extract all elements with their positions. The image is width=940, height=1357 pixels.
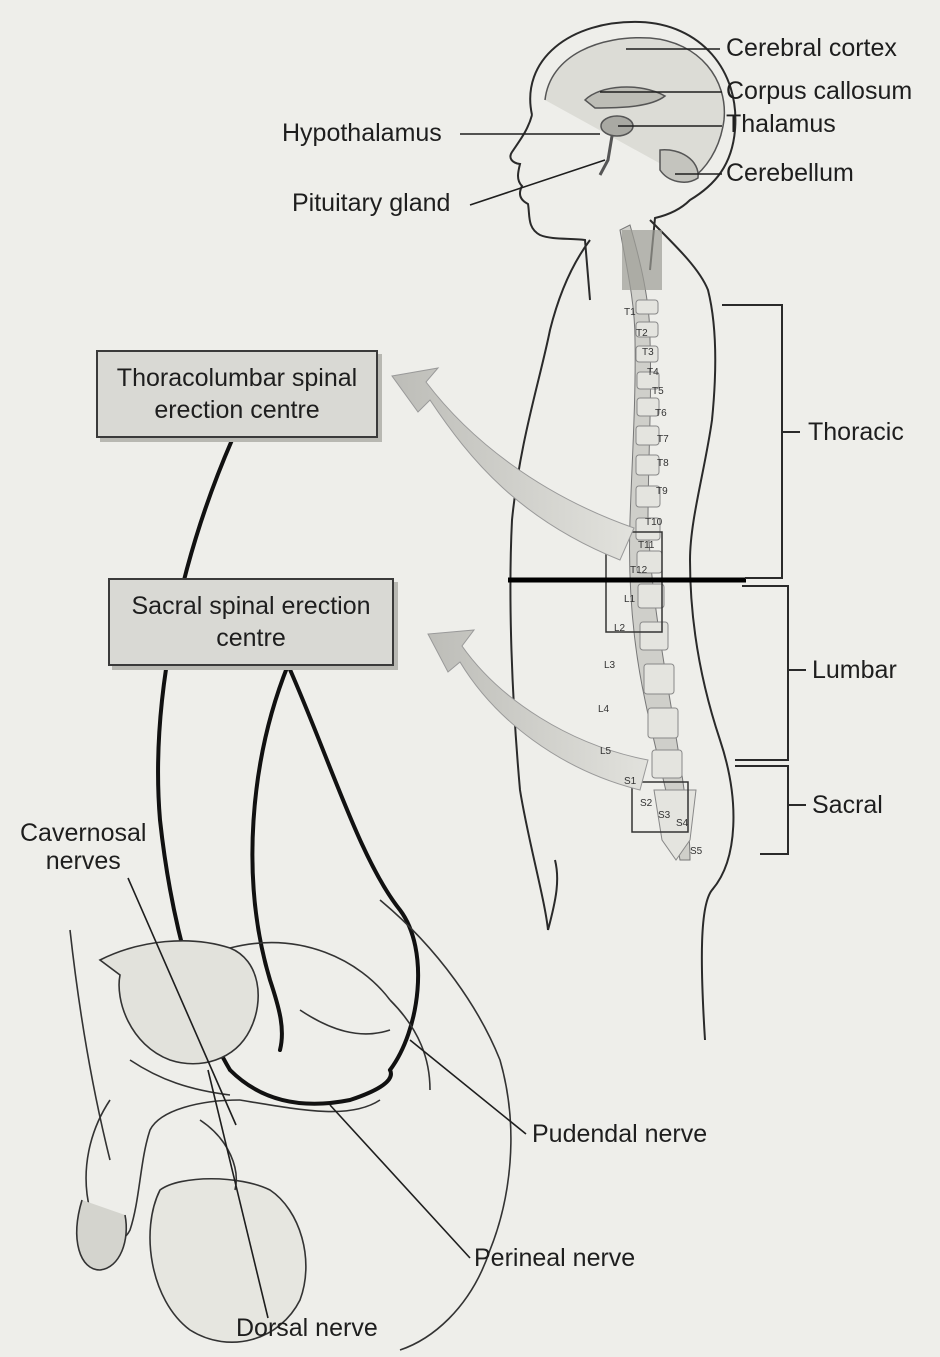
vertebra-label-t7: T7	[657, 434, 669, 445]
vertebra-label-t12: T12	[630, 565, 647, 576]
sacral-arrow	[428, 630, 648, 790]
pelvic-region	[70, 900, 511, 1350]
label-pudendal-nerve: Pudendal nerve	[532, 1120, 707, 1149]
sacral-centre-box: Sacral spinal erection centre	[108, 578, 394, 666]
vertebra-label-t6: T6	[655, 408, 667, 419]
label-lumbar: Lumbar	[812, 656, 897, 685]
vertebra-label-t10: T10	[645, 517, 662, 528]
label-cerebellum: Cerebellum	[726, 159, 854, 188]
brain	[545, 38, 724, 182]
vertebra-label-s4: S4	[676, 818, 688, 829]
vertebra-label-t3: T3	[642, 347, 654, 358]
label-cerebral-cortex: Cerebral cortex	[726, 34, 897, 63]
label-thoracic: Thoracic	[808, 418, 904, 447]
vertebra-label-t11: T11	[638, 540, 655, 551]
label-pituitary-gland: Pituitary gland	[292, 189, 450, 218]
label-dorsal-nerve: Dorsal nerve	[236, 1314, 378, 1343]
vertebra-label-s2: S2	[640, 798, 652, 809]
label-corpus-callosum: Corpus callosum	[726, 77, 912, 106]
vertebra-label-l3: L3	[604, 660, 615, 671]
label-thalamus: Thalamus	[726, 110, 836, 139]
vertebra-label-s5: S5	[690, 846, 702, 857]
vertebra-label-t4: T4	[647, 367, 659, 378]
vertebra-label-l2: L2	[614, 623, 625, 634]
vertebra-label-t9: T9	[656, 486, 668, 497]
vertebra-label-l1: L1	[624, 594, 635, 605]
vertebra-label-t8: T8	[657, 458, 669, 469]
vertebra-label-s3: S3	[658, 810, 670, 821]
label-hypothalamus: Hypothalamus	[282, 119, 442, 148]
vertebra-label-t2: T2	[636, 328, 648, 339]
label-cavernosal-nerves: Cavernosal nerves	[20, 820, 146, 875]
label-sacral: Sacral	[812, 791, 883, 820]
label-perineal-nerve: Perineal nerve	[474, 1244, 635, 1273]
vertebra-label-t1: T1	[624, 307, 636, 318]
vertebra-label-t5: T5	[652, 386, 664, 397]
thoracolumbar-arrow	[392, 368, 634, 560]
vertebra-label-l4: L4	[598, 704, 609, 715]
vertebra-label-l5: L5	[600, 746, 611, 757]
vertebra-label-s1: S1	[624, 776, 636, 787]
thoracolumbar-centre-box: Thoracolumbar spinal erection centre	[96, 350, 378, 438]
